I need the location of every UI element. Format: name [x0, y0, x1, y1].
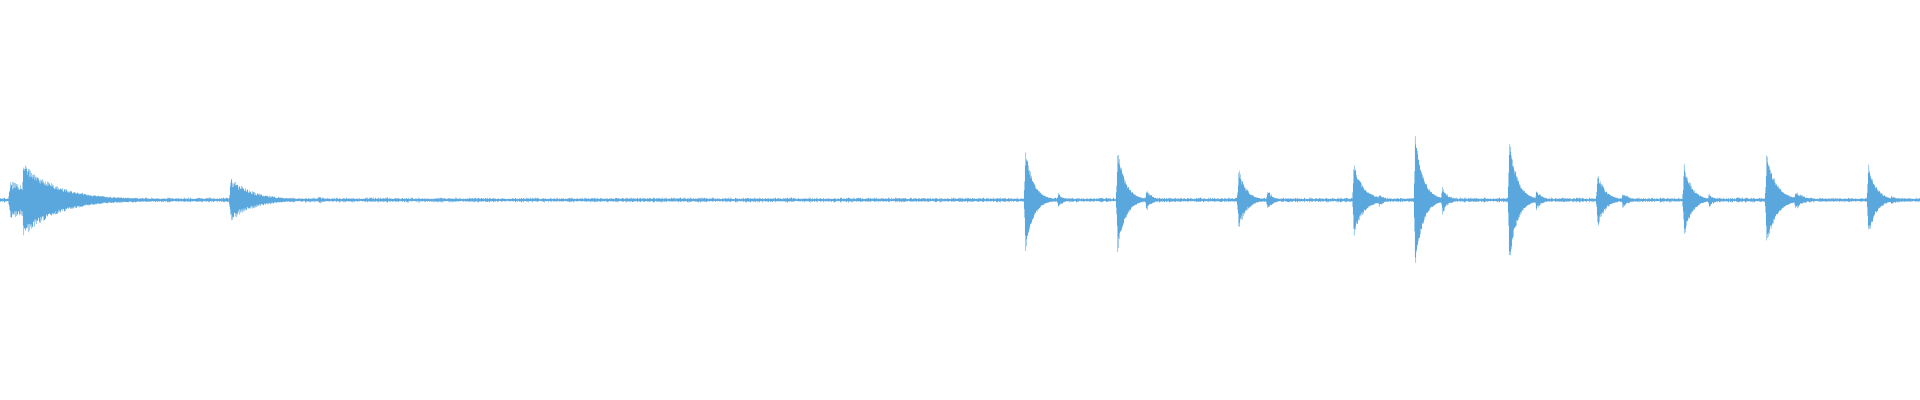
waveform-samples [0, 136, 1920, 263]
waveform-path [0, 136, 1920, 263]
